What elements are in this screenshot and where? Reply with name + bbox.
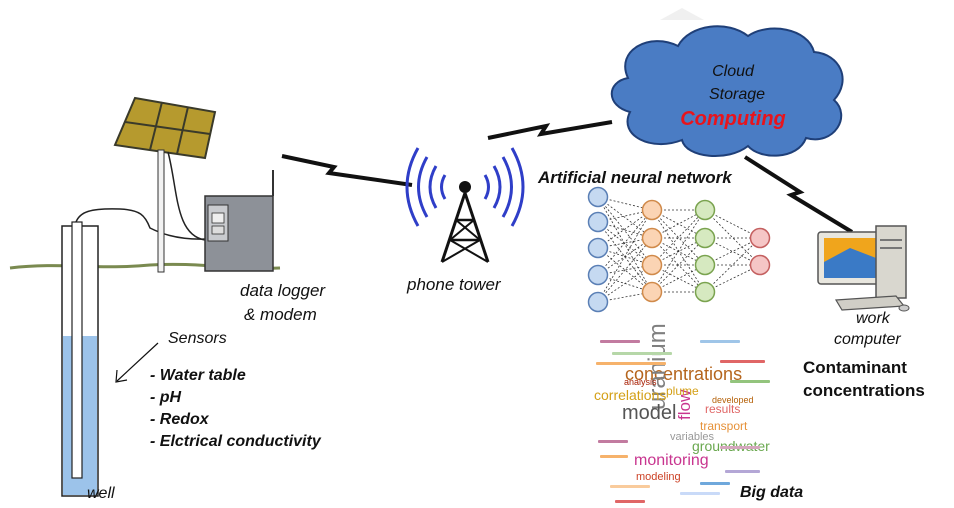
sensor-item: - Elctrical conductivity [150,433,322,450]
word-cloud-word: analysis [624,377,657,387]
ann-node [641,227,663,249]
word-cloud-word: results [705,402,740,416]
word-cloud-word: correlations [594,387,666,403]
cloud-label-line1: Cloud [712,63,755,80]
ann-node [641,199,663,221]
solar-panel [113,96,217,273]
data-logger-label-line1: data logger [240,281,326,300]
neural-network-graphic [587,186,771,313]
ann-node [694,227,716,249]
data-logger-box [204,170,274,272]
ann-node [587,211,609,233]
ann-node [587,186,609,208]
ann-connection [597,209,653,303]
word-cloud-filler [598,440,628,443]
sensors-arrow-shaft [116,342,159,382]
ann-node [587,291,609,313]
ann-node [694,254,716,276]
ann-connection [597,209,653,249]
top-decoration [660,8,704,20]
sensors-title: Sensors [168,330,227,347]
link-cloud-to-computer [743,155,854,234]
ann-connection [597,196,653,239]
phone-tower-label: phone tower [406,275,502,294]
word-cloud-filler [680,492,720,495]
word-cloud-filler [610,485,650,488]
word-cloud-word: developed [712,395,754,405]
well-sensor-probe [71,221,83,479]
word-cloud-word: transport [700,419,748,433]
ann-connection [597,237,653,303]
work-computer-icon [817,225,910,312]
sensor-item: - pH [150,389,182,406]
ann-connection [651,209,706,266]
big-data-word-cloud: concentrationsuraniumcorrelationsmodelfl… [594,323,770,503]
word-cloud-word: flow [675,389,694,420]
word-cloud-filler [600,340,640,343]
ann-connection [651,237,706,293]
link-tower-to-cloud [487,120,613,140]
word-cloud-filler [612,352,672,355]
big-data-label: Big data [740,484,803,501]
ann-node [641,254,663,276]
word-cloud-filler [730,380,770,383]
word-cloud-filler [596,362,666,365]
word-cloud-filler [700,340,740,343]
sensor-item: - Redox [150,411,210,428]
word-cloud-filler [615,500,645,503]
word-cloud-word: concentrations [625,364,742,384]
link-logger-to-tower [281,154,413,187]
ann-title: Artificial neural network [537,168,733,187]
word-cloud-word: modeling [636,471,681,483]
ann-connection [597,196,653,266]
word-cloud-filler [720,360,765,363]
data-logger-label-line2: & modem [244,305,317,324]
word-cloud-word: model [622,402,676,424]
sensor-cable [75,208,206,240]
work-computer-label-line2: computer [834,331,901,348]
ann-connection [597,221,653,293]
word-cloud-word: uranium [644,323,671,410]
well-label: well [87,485,115,502]
word-cloud-word: plume [666,384,699,398]
ann-connection [704,237,761,293]
cloud-label-computing: Computing [680,108,786,130]
well [61,208,206,497]
cloud-label-line2: Storage [709,86,765,103]
sensors-arrow-head [115,369,128,383]
word-cloud-filler [600,455,628,458]
ann-node [587,264,609,286]
ann-connection [597,221,653,266]
ann-connection [651,209,706,266]
contaminant-label-line1: Contaminant [803,358,907,377]
phone-tower-icon [405,147,525,263]
sensor-item: - Water table [150,367,246,384]
ann-node [749,254,771,276]
contaminant-label-line2: concentrations [803,381,925,400]
ann-connection [704,209,761,266]
ann-node [694,199,716,221]
ann-node [749,227,771,249]
ann-node [694,281,716,303]
ann-connection [597,264,653,303]
ann-connection [651,209,706,293]
word-cloud-filler [725,470,760,473]
work-computer-label-line1: work [856,310,891,327]
cloud-icon [610,25,844,157]
word-cloud-word: variables [670,431,715,443]
word-cloud-filler [720,446,760,449]
ann-node [587,237,609,259]
word-cloud-word: monitoring [634,452,709,469]
word-cloud-filler [700,482,730,485]
ann-node [641,281,663,303]
